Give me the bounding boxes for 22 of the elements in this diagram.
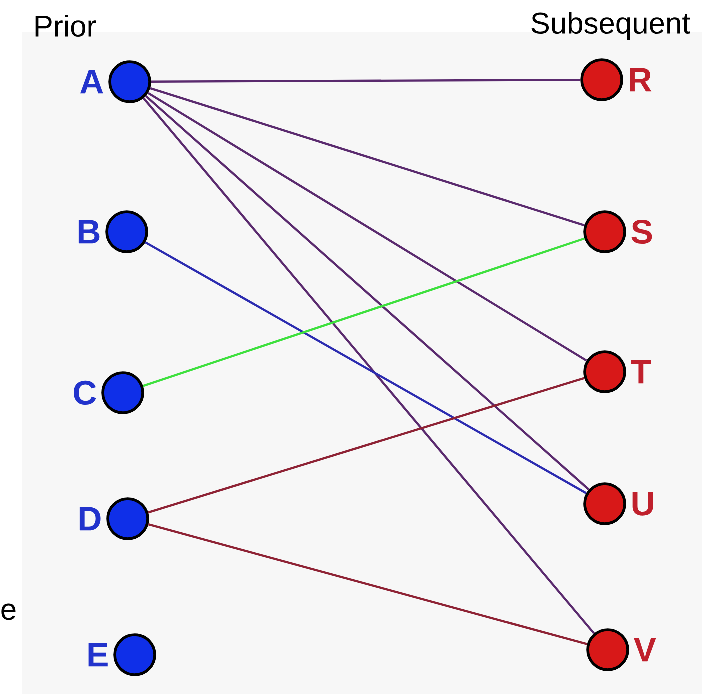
connector-line — [145, 242, 587, 494]
connector-line — [142, 98, 596, 634]
connector-line — [148, 377, 585, 514]
node-label: B — [78, 220, 100, 244]
node-label: U — [632, 492, 654, 516]
heading-text: Prior — [36, 14, 96, 37]
connector-line — [142, 238, 586, 388]
connector-line — [148, 524, 588, 646]
connector-line — [151, 78, 581, 83]
node-label: S — [632, 220, 652, 244]
node-label: V — [634, 638, 656, 662]
heading-text: Subsequent — [532, 12, 690, 40]
node-label: D — [80, 507, 101, 531]
node-label: E — [88, 643, 108, 667]
node-label: A — [80, 70, 104, 94]
connector-line — [148, 92, 588, 362]
node-label: T — [631, 360, 652, 384]
heading-text: e — [2, 604, 16, 620]
node-label: R — [630, 68, 652, 92]
connector-line — [150, 87, 585, 227]
connector-line — [145, 95, 590, 491]
node-label: C — [74, 380, 96, 406]
